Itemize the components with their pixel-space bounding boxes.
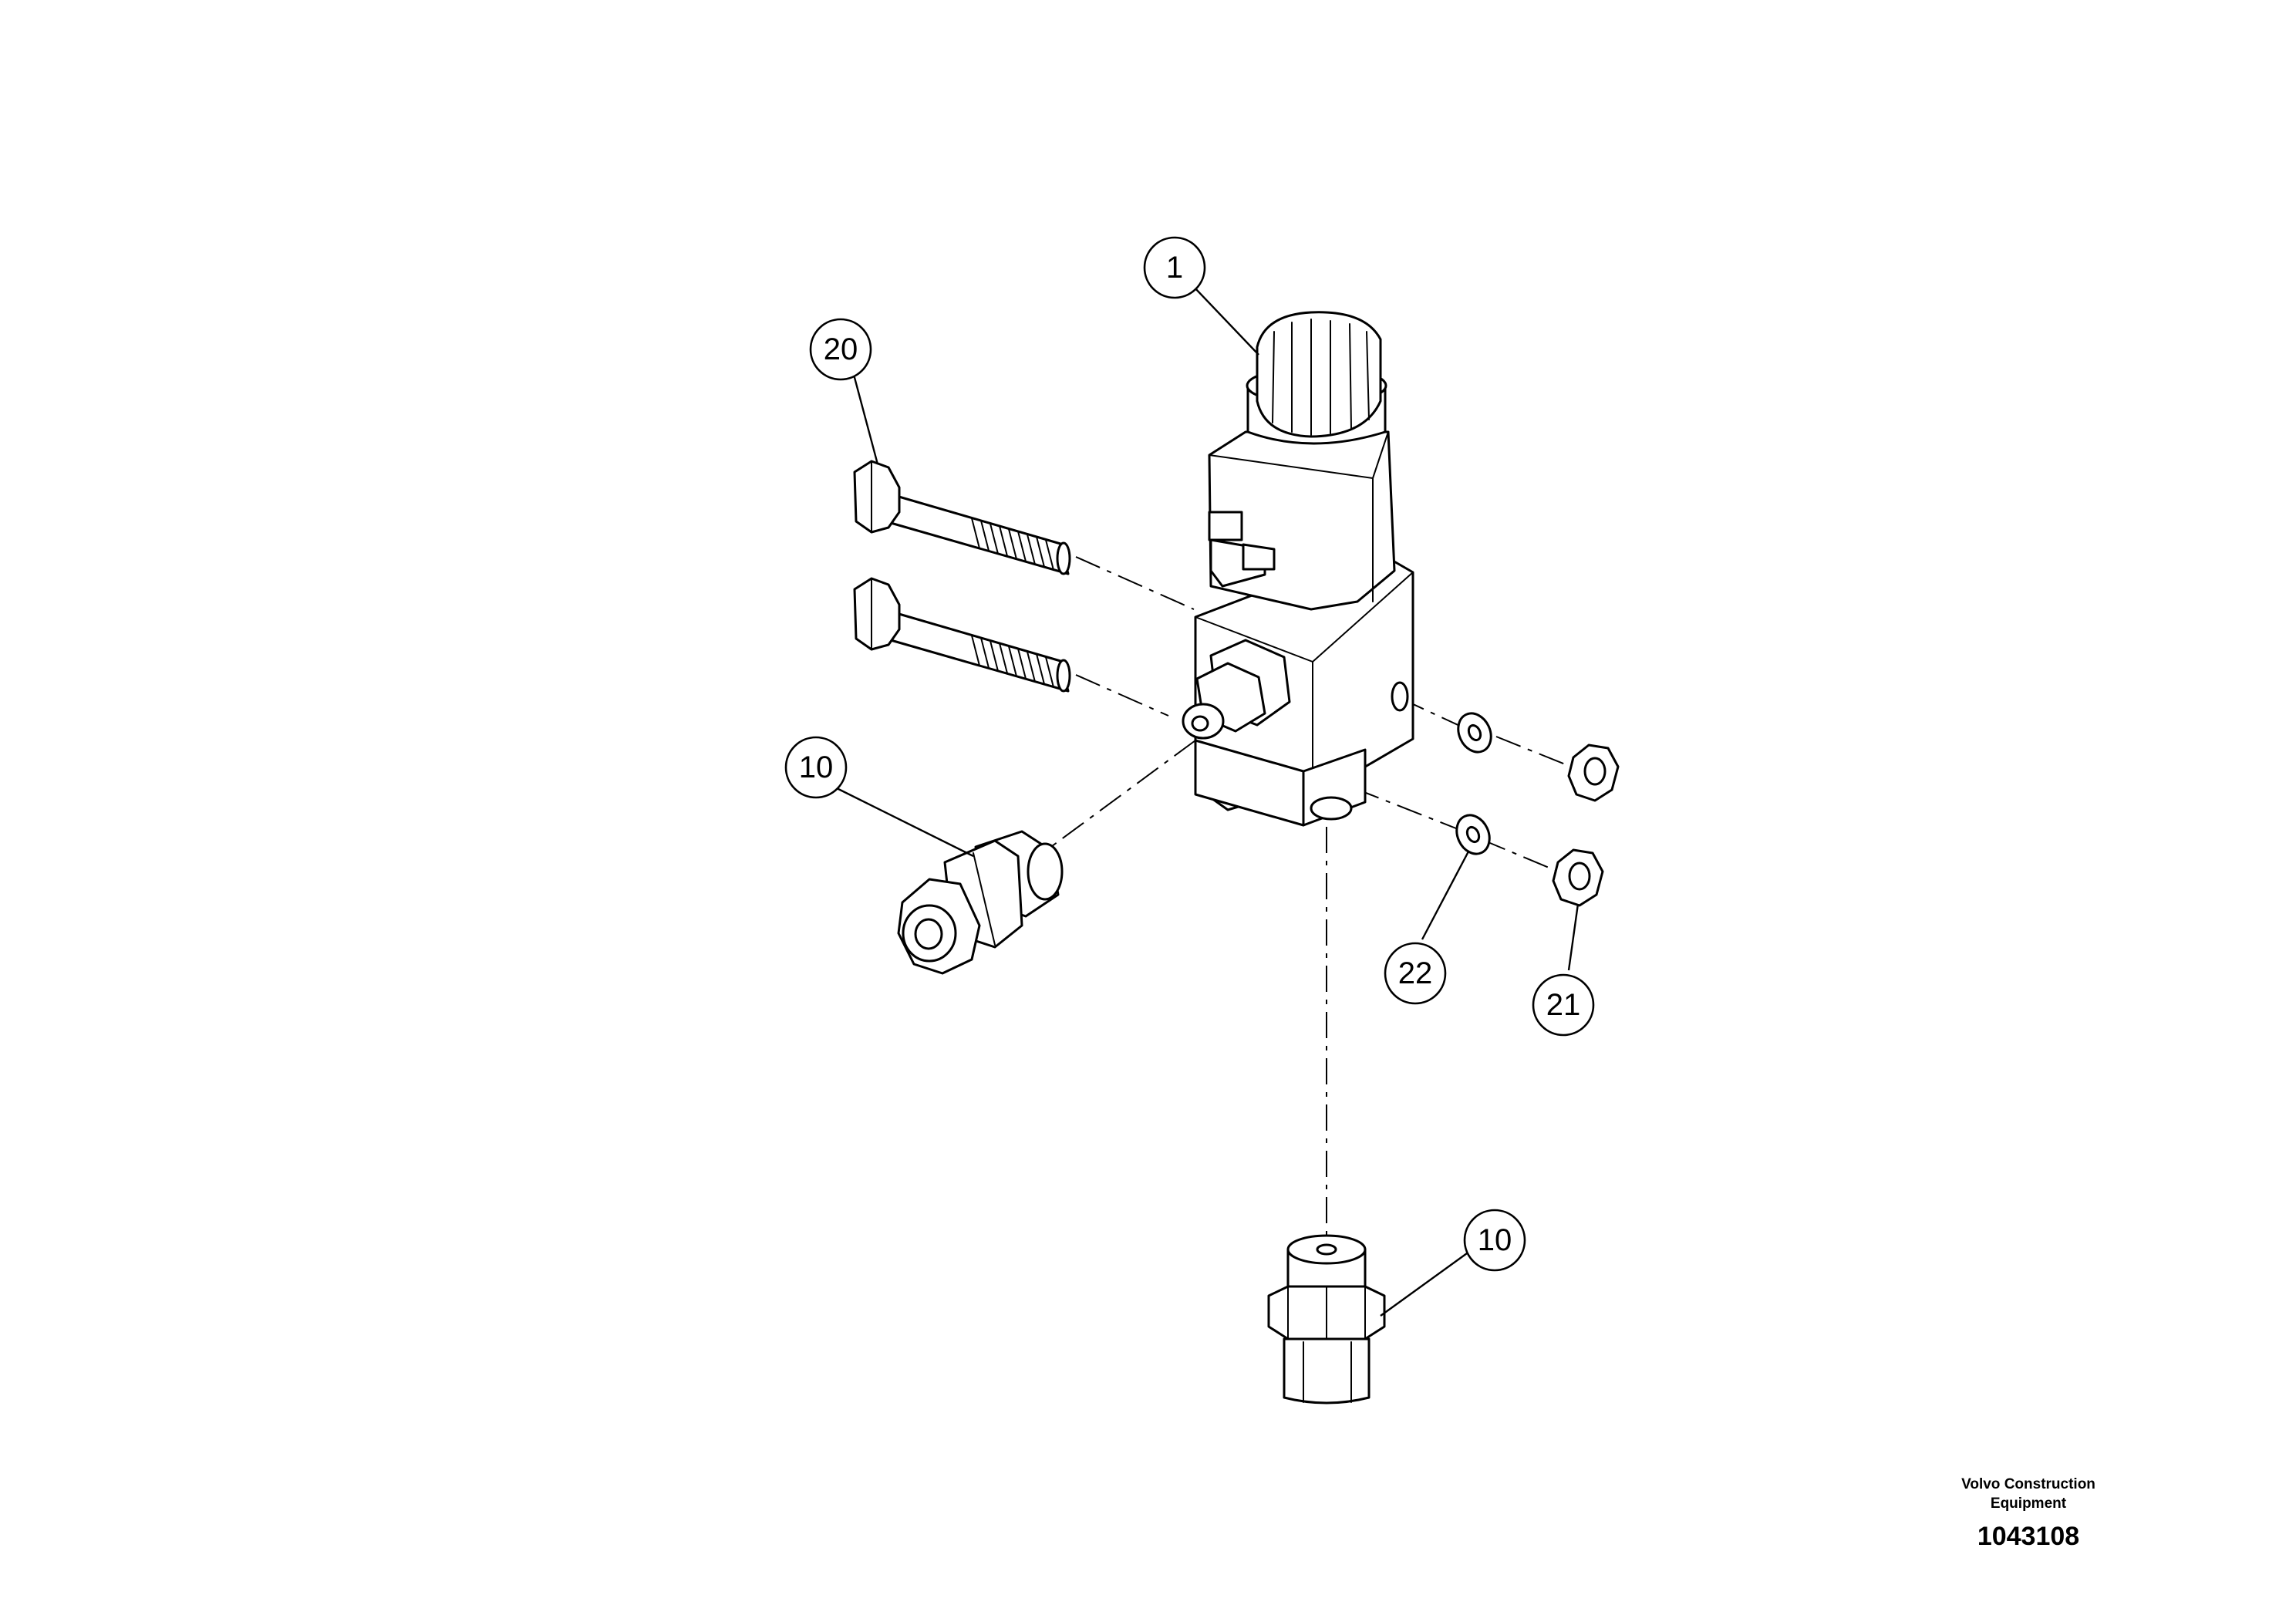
callout-fitting-left: 10: [784, 736, 848, 799]
nut-upper: [1567, 744, 1620, 802]
nut-lower: [1552, 848, 1604, 907]
callout-valve: 1: [1143, 236, 1206, 299]
callout-nut-number: 21: [1546, 988, 1581, 1022]
fitting-left: [897, 830, 1064, 975]
bolt-lower: [853, 577, 1071, 693]
drawing-number: 1043108: [1977, 1522, 2079, 1551]
callout-fitting-bottom: 10: [1463, 1209, 1526, 1272]
callout-washer: 22: [1384, 942, 1447, 1005]
callout-bolt-number: 20: [824, 332, 858, 366]
callout-fitting-bottom-number: 10: [1478, 1223, 1512, 1257]
washer-lower: [1455, 814, 1491, 855]
drawing-footer: Volvo Construction Equipment 1043108: [1961, 1476, 2095, 1551]
callout-bolt: 20: [809, 318, 872, 381]
leader-lines: [836, 286, 1580, 1317]
callout-fitting-left-number: 10: [799, 750, 834, 784]
callout-valve-number: 1: [1166, 251, 1183, 285]
bolt-upper: [853, 460, 1071, 575]
washer-upper: [1457, 712, 1492, 754]
solenoid-valve: [1182, 311, 1414, 827]
callout-nut: 21: [1532, 973, 1595, 1037]
company-name-line1: Volvo Construction: [1961, 1476, 2095, 1492]
fitting-bottom: [1267, 1234, 1386, 1404]
company-name-line2: Equipment: [1991, 1496, 2067, 1512]
callout-washer-number: 22: [1398, 956, 1433, 990]
